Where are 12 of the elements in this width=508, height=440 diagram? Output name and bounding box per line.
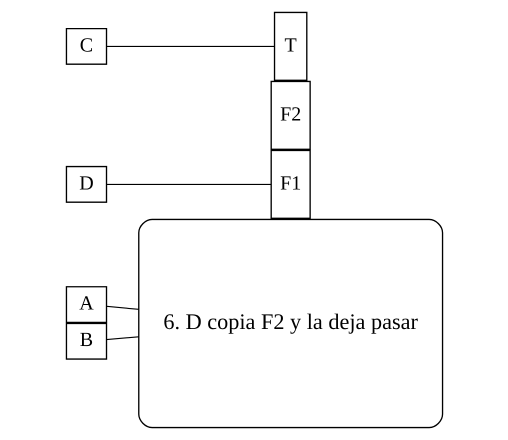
connector (106, 306, 138, 310)
connector (106, 336, 138, 340)
connector (106, 184, 271, 185)
node-box: 6. D copia F2 y la deja pasar (138, 218, 443, 428)
node-box: C (65, 28, 107, 65)
node-box: D (65, 166, 107, 203)
node-box: B (65, 322, 107, 360)
node-box: F2 (270, 80, 310, 150)
connector (106, 46, 274, 47)
node-box: F1 (270, 150, 310, 219)
node-box: A (65, 286, 107, 324)
node-box: T (273, 12, 307, 82)
